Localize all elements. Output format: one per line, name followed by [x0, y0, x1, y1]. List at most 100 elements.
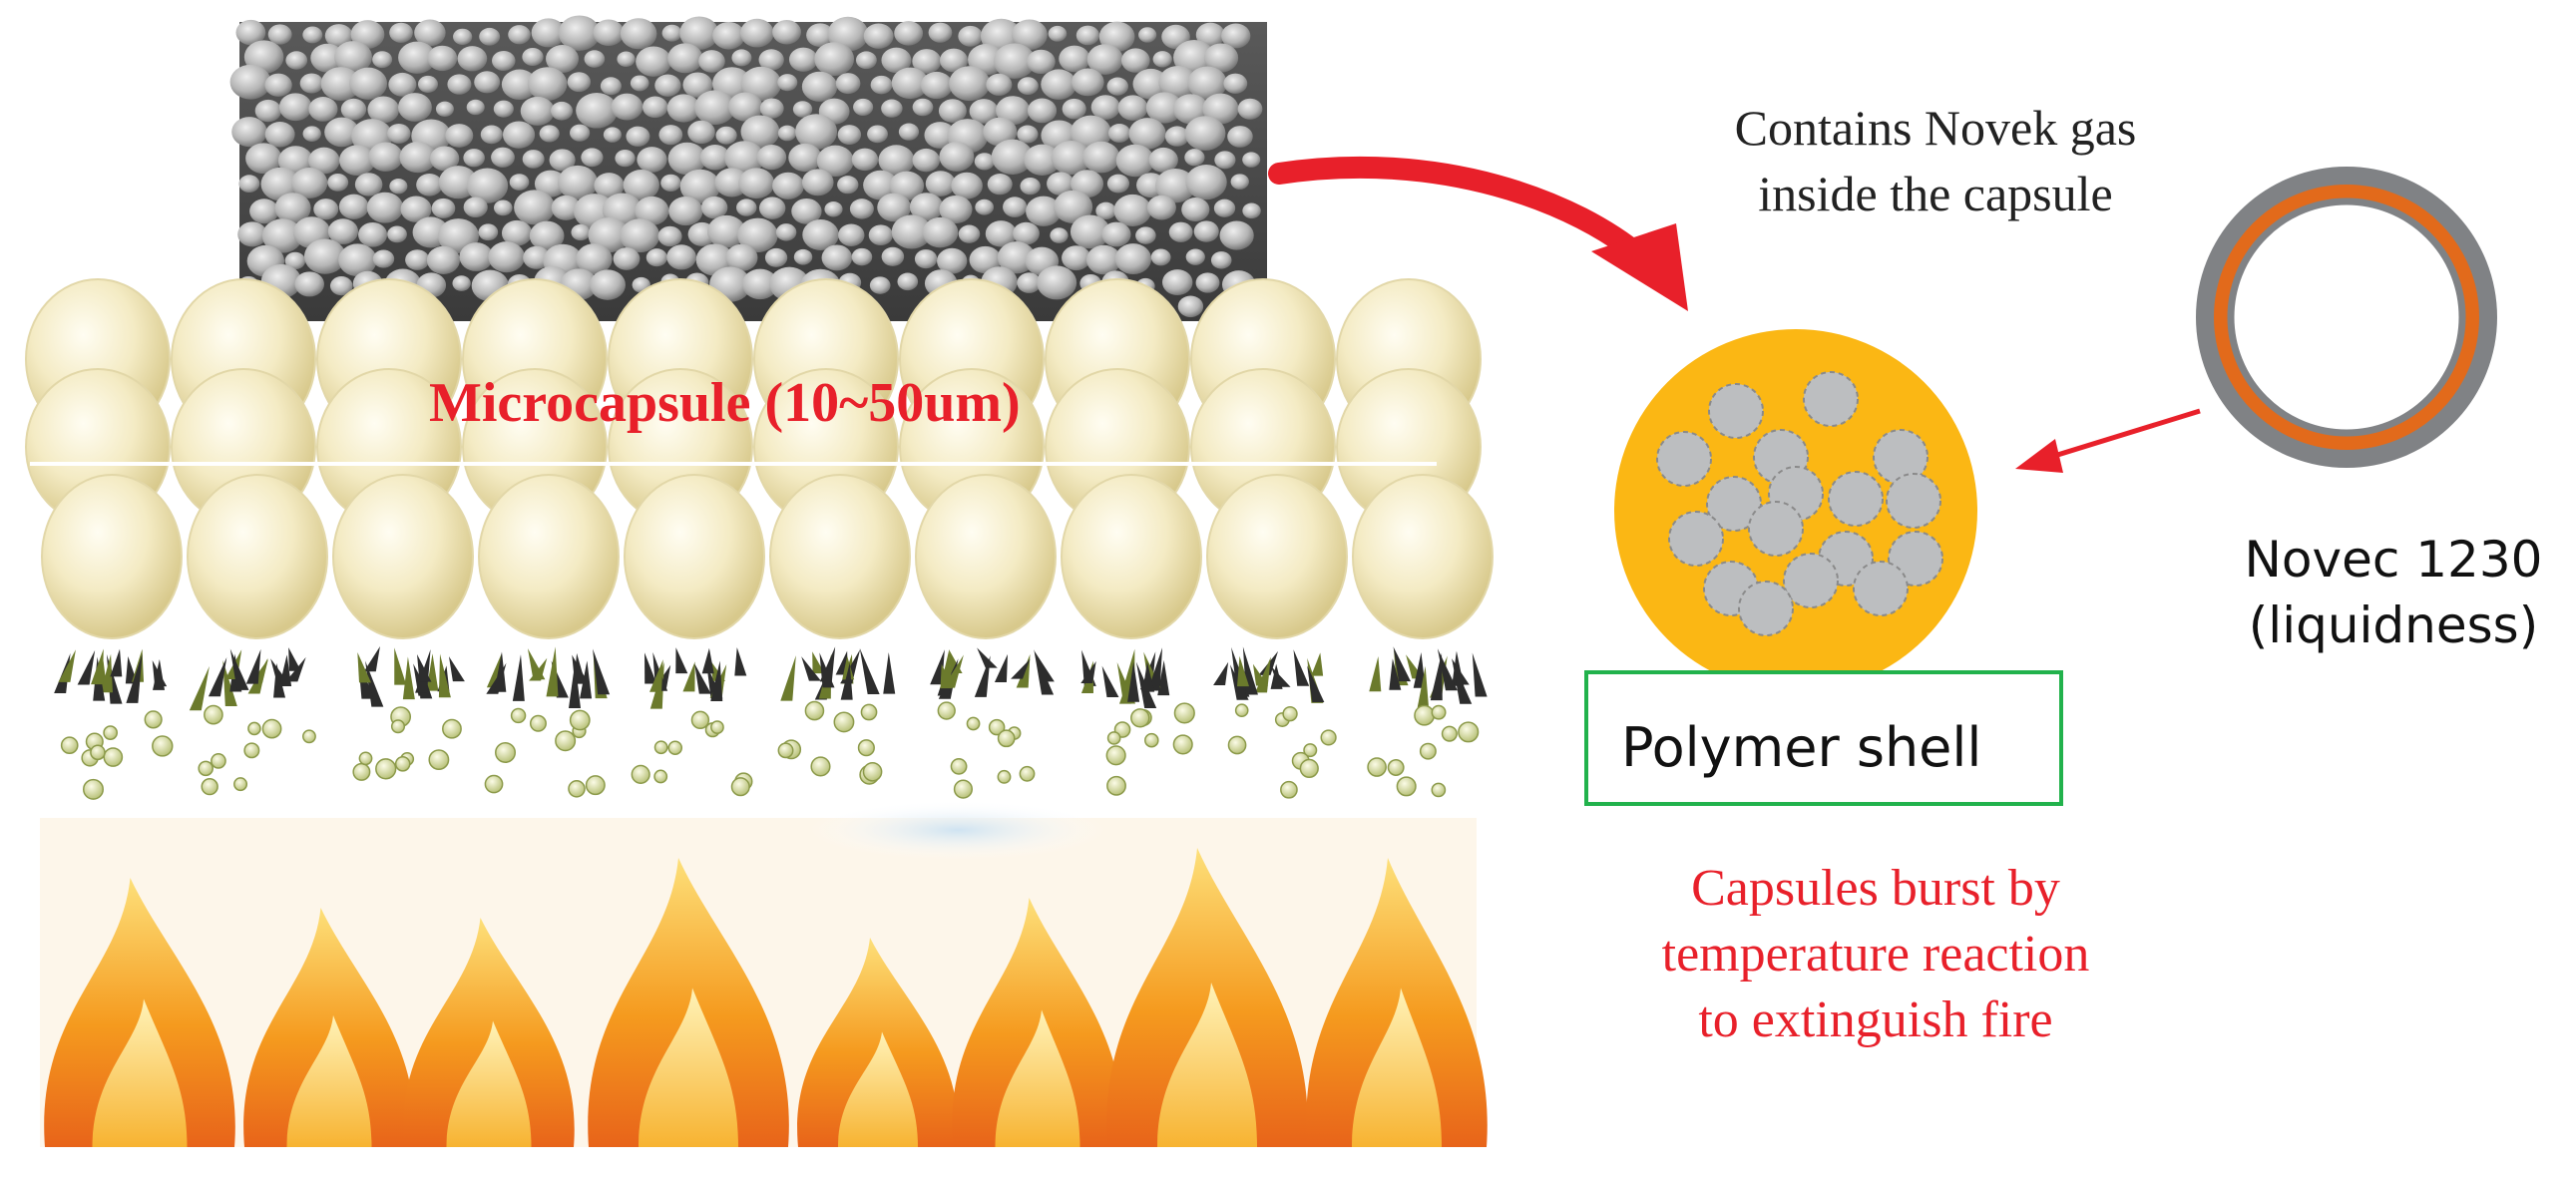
sem-sphere: [426, 245, 460, 274]
sem-sphere: [1155, 169, 1196, 203]
microcapsule: [1352, 474, 1494, 639]
debris-shard: [245, 648, 261, 684]
sem-sphere: [1011, 19, 1048, 51]
sem-micrograph-image: [229, 15, 1267, 321]
sem-sphere: [667, 142, 706, 176]
sem-sphere: [254, 99, 282, 123]
debris-shard: [394, 647, 407, 685]
sem-sphere: [993, 43, 1036, 79]
sem-sphere: [642, 96, 668, 119]
flame-core: [1157, 983, 1257, 1147]
released-ball: [484, 774, 504, 794]
released-ball: [211, 753, 226, 769]
sem-sphere: [581, 148, 604, 168]
sem-sphere: [667, 43, 703, 74]
sem-sphere: [870, 75, 893, 95]
sem-sphere: [914, 249, 938, 269]
debris-shard: [1406, 654, 1425, 679]
sem-sphere: [546, 45, 580, 74]
released-ball: [103, 747, 124, 767]
flame-core: [639, 987, 738, 1147]
sem-sphere: [576, 92, 619, 129]
sem-sphere: [284, 251, 306, 270]
debris-shard: [1252, 663, 1269, 686]
sem-sphere: [699, 144, 730, 171]
sem-sphere: [1095, 201, 1116, 220]
debris-shard: [1369, 655, 1382, 692]
sem-sphere: [549, 149, 576, 172]
sem-sphere: [987, 174, 1013, 196]
debris-shard: [940, 650, 953, 689]
released-ball: [1441, 725, 1458, 742]
sem-sphere: [928, 22, 953, 43]
sem-sphere: [792, 101, 813, 118]
debris-shard: [402, 656, 415, 700]
flame: [1306, 858, 1488, 1147]
flame: [797, 938, 959, 1147]
debris-shard: [1430, 652, 1443, 701]
sem-sphere: [630, 75, 649, 92]
sem-sphere: [731, 49, 752, 67]
debris-shard: [126, 653, 143, 703]
polymer-shell-box: [1584, 670, 2063, 806]
sem-sphere: [466, 168, 509, 203]
sem-sphere: [666, 244, 696, 270]
sem-sphere: [837, 125, 862, 146]
sem-sphere: [1214, 151, 1236, 170]
sem-sphere: [260, 167, 301, 201]
sem-sphere: [1062, 245, 1091, 271]
sem-sphere: [802, 218, 839, 250]
sem-sphere: [1020, 177, 1041, 196]
sem-sphere: [480, 125, 503, 145]
sem-sphere: [739, 18, 774, 48]
sem-sphere: [1082, 141, 1120, 174]
released-ball: [1387, 759, 1405, 776]
sem-sphere: [1135, 226, 1156, 244]
sem-sphere: [1219, 220, 1254, 250]
sem-sphere: [1027, 98, 1058, 124]
sem-sphere: [657, 225, 682, 247]
debris-shard: [270, 658, 289, 684]
sem-sphere: [939, 48, 968, 73]
debris-shard: [1142, 661, 1155, 692]
sem-sphere: [741, 268, 778, 300]
sem-sphere: [897, 272, 919, 291]
debris-shard: [675, 647, 688, 674]
sem-sphere: [435, 101, 454, 117]
released-ball: [653, 769, 668, 784]
sem-sphere: [1037, 265, 1077, 300]
sem-sphere: [459, 242, 494, 271]
debris-shard: [994, 653, 1008, 683]
sem-sphere: [447, 74, 472, 95]
debris-shard: [77, 649, 96, 685]
sem-sphere: [679, 169, 720, 203]
sem-sphere: [603, 127, 622, 143]
sem-sphere: [1184, 149, 1205, 167]
sem-sphere: [238, 175, 260, 194]
sem-sphere: [491, 147, 515, 168]
sem-sphere: [881, 47, 912, 74]
sem-sphere: [1062, 98, 1086, 120]
released-ball: [442, 718, 462, 739]
released-ball: [1303, 743, 1318, 758]
released-ball: [1227, 735, 1247, 755]
flame-core: [995, 1009, 1080, 1147]
debris-shard: [780, 655, 796, 701]
sem-sphere: [389, 179, 408, 195]
sem-sphere: [975, 198, 994, 215]
gas-droplet: [1708, 383, 1764, 439]
sem-sphere: [909, 193, 944, 221]
debris-shard: [710, 660, 723, 701]
sem-sphere: [600, 77, 622, 96]
debris-shard: [494, 651, 507, 692]
sem-sphere: [849, 198, 874, 219]
sem-sphere: [658, 125, 683, 146]
debris-shard: [1472, 652, 1488, 697]
sem-sphere: [245, 143, 282, 175]
sem-sphere: [1115, 144, 1154, 178]
sem-sphere: [237, 221, 267, 247]
released-ball: [1282, 705, 1298, 722]
sem-sphere: [249, 198, 279, 224]
microcapsule: [41, 474, 183, 639]
